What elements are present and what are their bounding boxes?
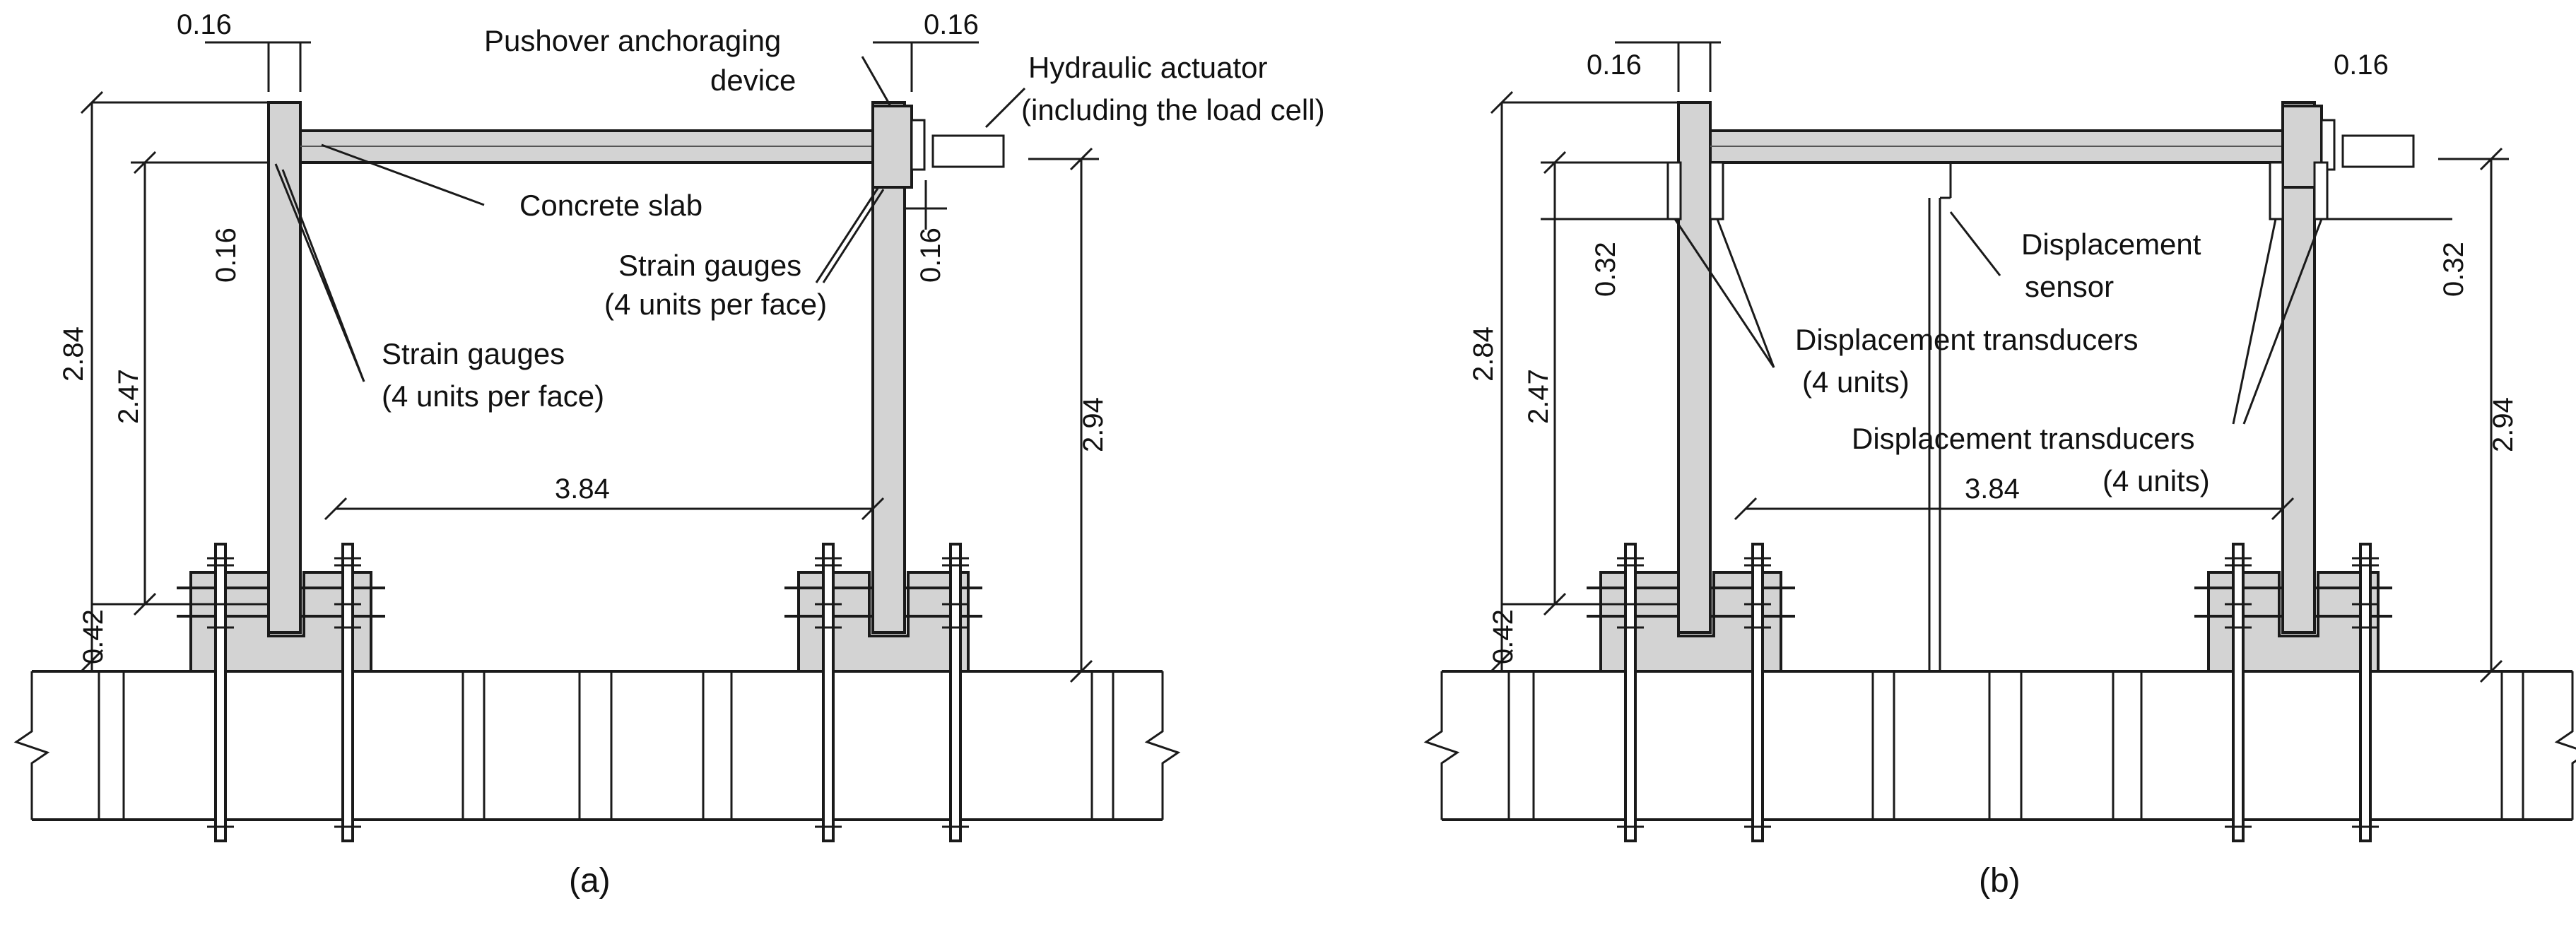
dim-height-inner: 2.47 (113, 369, 144, 424)
dim-top-left: 0.16 (1587, 49, 1642, 81)
label-transducers-right-line2: (4 units) (2102, 464, 2210, 497)
dim-top-right: 0.16 (924, 9, 979, 40)
label-pushover-line1: Pushover anchoraging (484, 24, 781, 57)
caption-a: (a) (569, 862, 611, 900)
dim-span: 3.84 (555, 473, 610, 505)
caption-b: (b) (1979, 862, 2021, 900)
label-transducers-right-line1: Displacement transducers (1852, 422, 2195, 455)
label-transducers-left-line2: (4 units) (1802, 365, 1910, 399)
label-gauges-right-line1: Strain gauges (618, 249, 801, 282)
panel-a: 0.16 0.16 2.84 2.47 0.42 3.84 2.94 0.16 … (15, 9, 1325, 900)
label-actuator-line2: (including the load cell) (1021, 93, 1325, 126)
dim-foot: 0.42 (1488, 609, 1519, 664)
dim-right-height: 2.94 (2488, 397, 2519, 452)
dim-span: 3.84 (1965, 473, 2020, 505)
dim-left-small: 0.16 (211, 228, 242, 283)
dim-height-total: 2.84 (1468, 326, 1499, 382)
label-gauges-left-line1: Strain gauges (382, 337, 565, 370)
label-sensor-line2: sensor (2025, 270, 2114, 303)
panel-b: 0.16 0.16 2.84 2.47 0.42 3.84 2.94 0.32 … (1425, 41, 2576, 900)
transducer-leaders (1541, 161, 2452, 671)
dim-right-height: 2.94 (1078, 397, 1109, 452)
label-slab: Concrete slab (519, 189, 702, 222)
dim-top-left: 0.16 (177, 9, 232, 40)
label-gauges-right-line2: (4 units per face) (604, 288, 827, 321)
dim-foot: 0.42 (78, 609, 109, 664)
dim-height-inner: 2.47 (1523, 369, 1554, 424)
label-pushover-line2: device (710, 64, 796, 97)
dim-side-small: 0.16 (915, 228, 946, 283)
label-sensor-line1: Displacement (2021, 228, 2201, 261)
label-gauges-left-line2: (4 units per face) (382, 379, 604, 413)
dim-top-right: 0.16 (2334, 49, 2389, 81)
label-actuator-line1: Hydraulic actuator (1028, 51, 1267, 84)
dim-height-total: 2.84 (58, 326, 89, 382)
dim-right-side: 0.32 (2438, 242, 2469, 297)
label-transducers-left-line1: Displacement transducers (1795, 323, 2139, 356)
strain-gauge-leaders (274, 41, 1026, 382)
dim-left-side: 0.32 (1590, 242, 1621, 297)
